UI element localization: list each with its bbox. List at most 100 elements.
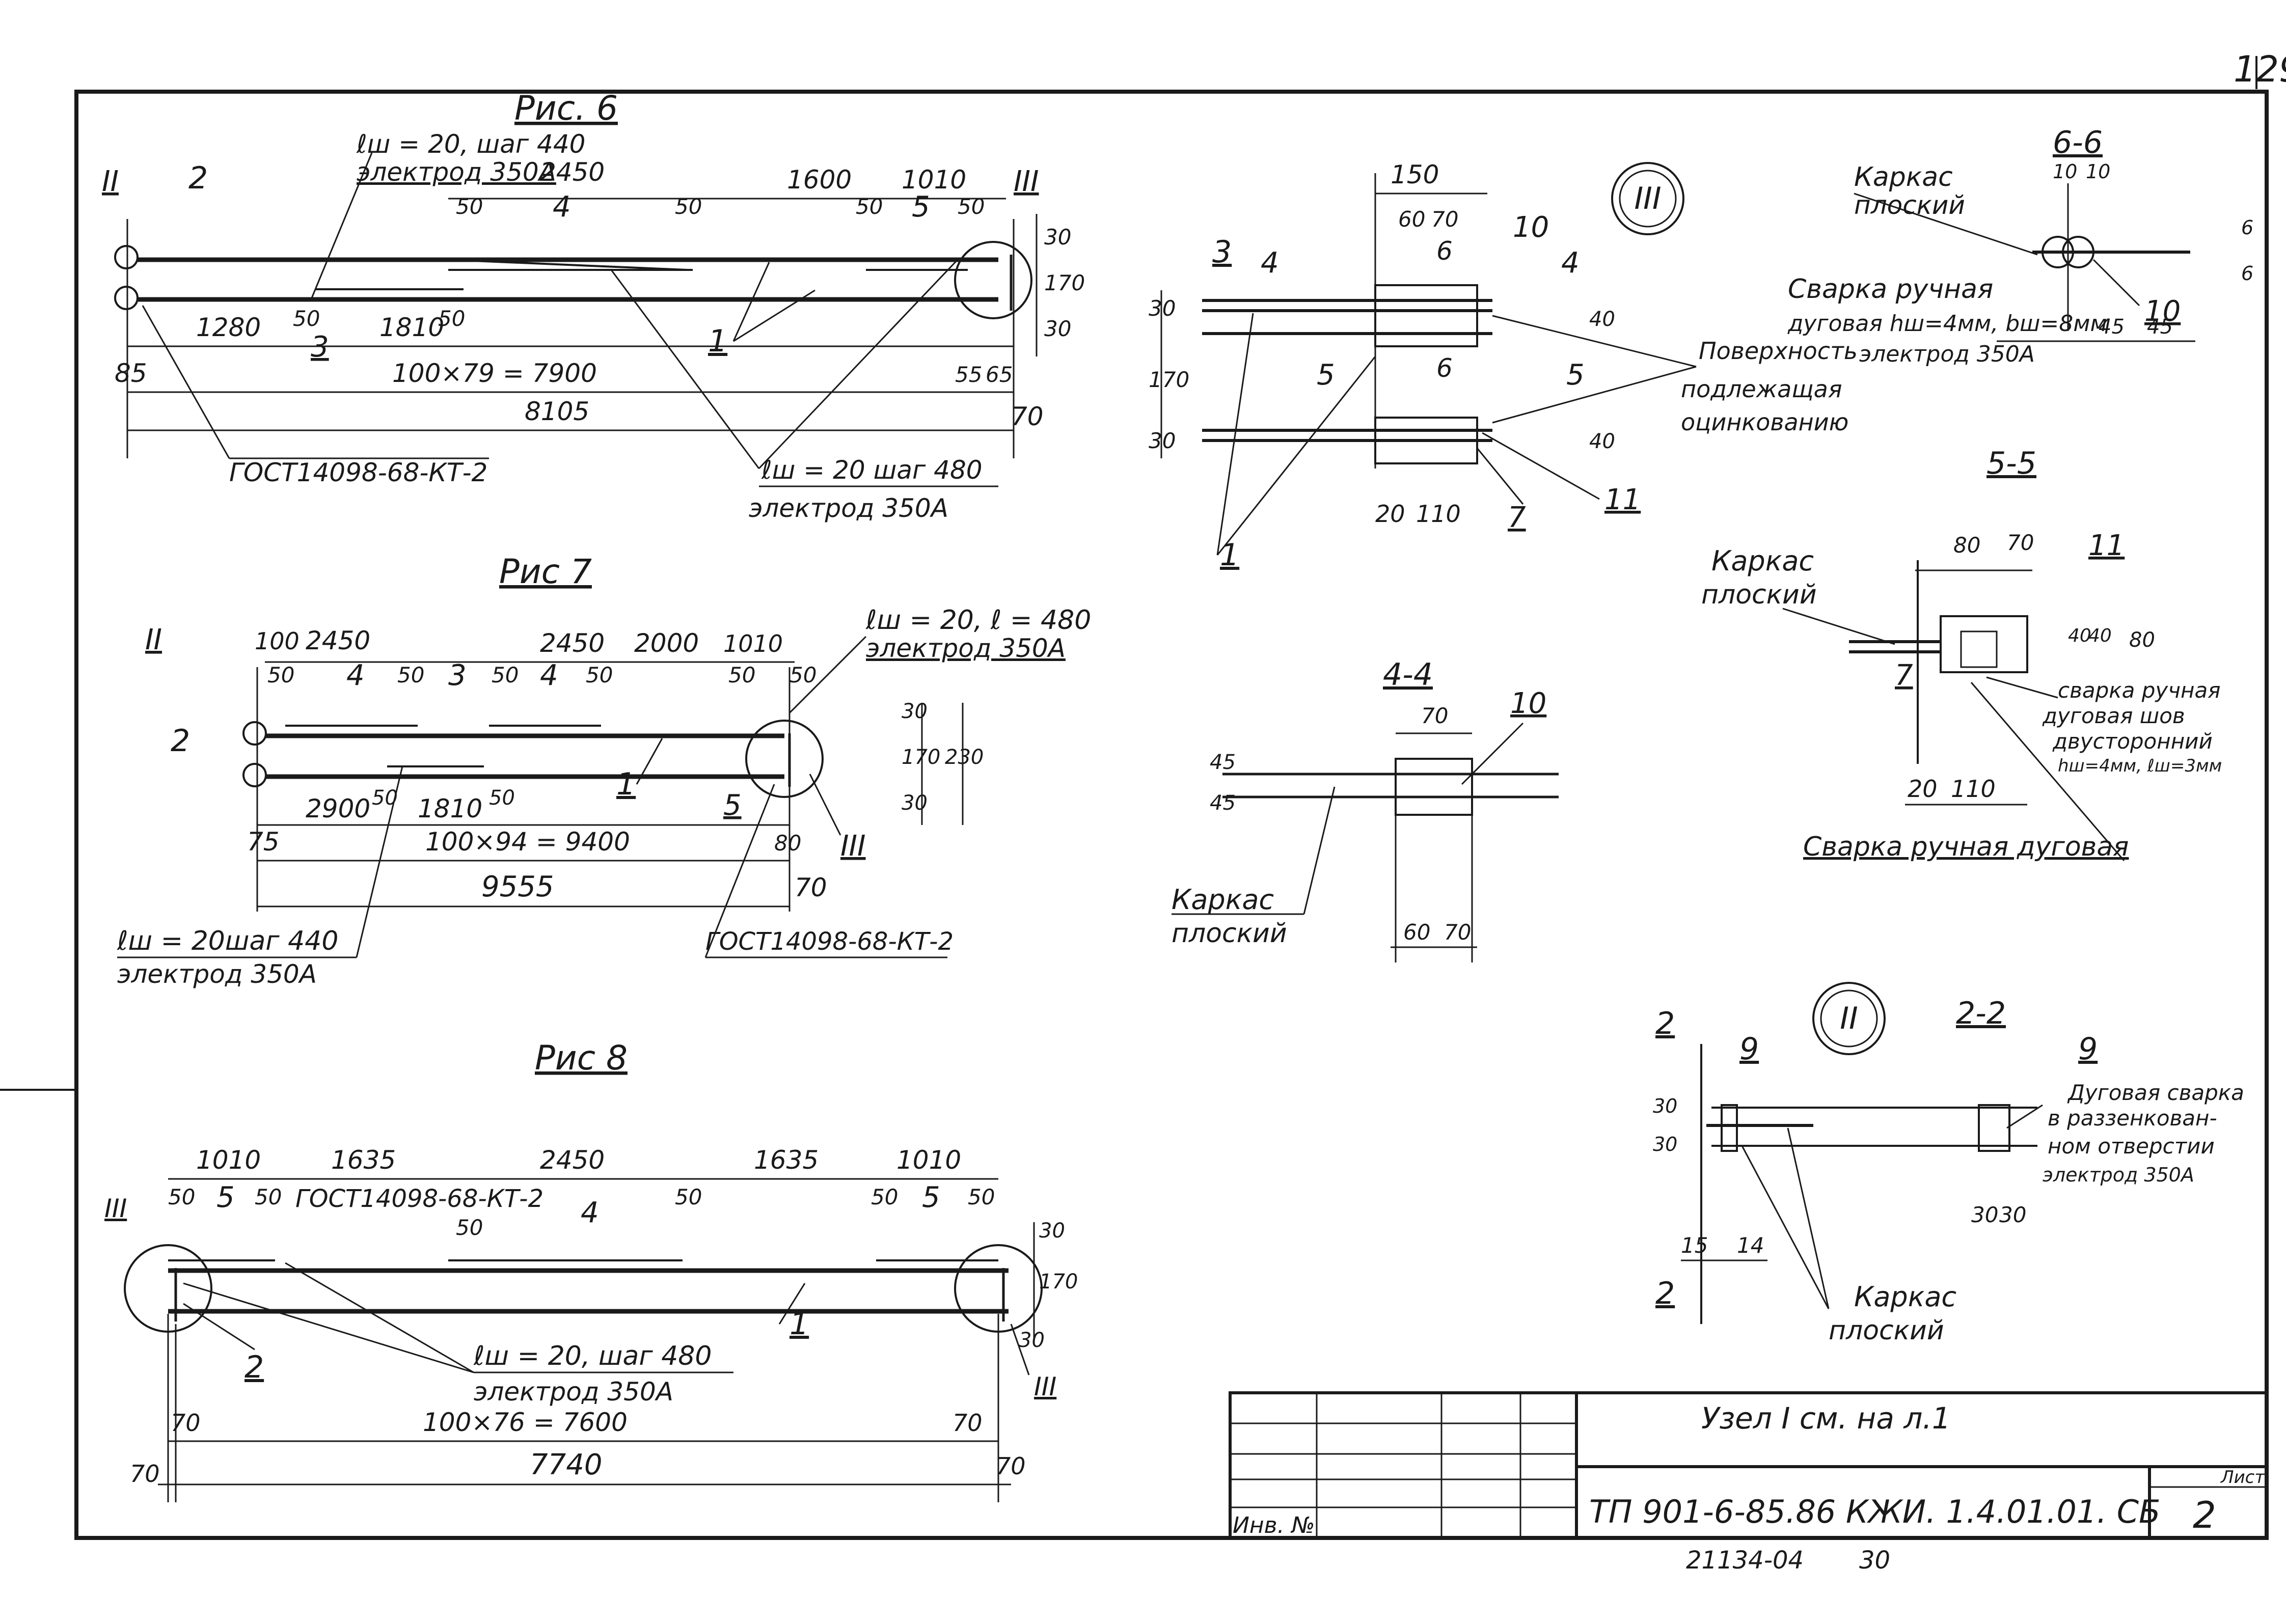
fig8-drawing: Рис 8 1010 1635 2450 1635 1010 50 5 50 Г…	[104, 1038, 1078, 1502]
node-ref-note: Узел I см. на л.1	[1701, 1401, 1951, 1436]
fig7-dim-50e: 50	[790, 663, 817, 687]
node3-dim-60: 60	[1398, 207, 1425, 232]
fig6-dim-50b: 50	[675, 194, 702, 219]
node3-pos-4b: 4	[1561, 246, 1580, 280]
section66-dim-45a: 45	[2099, 315, 2125, 339]
node3-dim-20: 20	[1375, 500, 1405, 528]
fig7-dim-170: 170	[902, 746, 940, 769]
fig7-spacing: 100×94 = 9400	[425, 827, 630, 857]
node2-dim-15: 15	[1681, 1233, 1708, 1258]
fig7-ref-II: II	[145, 623, 162, 656]
node3-pos-3: 3	[1212, 234, 1232, 270]
fig8-dim-1635b: 1635	[754, 1145, 819, 1175]
fig6-dim-2450: 2450	[540, 157, 605, 187]
fig6-weld-top: ℓш = 20, шаг 440	[356, 129, 586, 159]
section66-pos-10: 10	[2144, 295, 2181, 328]
node3-dim-40a: 40	[1589, 308, 1615, 331]
node3-pos-5b: 5	[1566, 359, 1585, 392]
node3-pos-7: 7	[1508, 501, 1526, 534]
node2-section: 2-2	[1956, 996, 2006, 1031]
fig7-dim-75: 75	[247, 827, 280, 857]
fig8-total: 7740	[530, 1448, 603, 1481]
node3-pos-10: 10	[1513, 211, 1549, 244]
fig8-dim-50e: 50	[871, 1185, 898, 1209]
fig8-dim-70b: 70	[953, 1409, 983, 1437]
fig7-dim-50a: 50	[267, 663, 294, 687]
node2-dim-14: 14	[1737, 1233, 1764, 1258]
node2-pos-9b: 9	[2078, 1031, 2098, 1067]
fig7-ref-III: III	[840, 830, 866, 863]
fig6-title: Рис. 6	[514, 89, 618, 128]
node3-dim-70: 70	[1431, 207, 1458, 232]
section55-dim-80b: 80	[2129, 628, 2155, 652]
section55-dim-20: 20	[1908, 775, 1938, 803]
fig6-dim-1600: 1600	[787, 165, 852, 195]
node2-cut-bottom: 2	[1655, 1276, 1675, 1311]
section66-dim-6a: 6	[2241, 216, 2253, 239]
node3-surface-2: подлежащая	[1681, 375, 1842, 403]
fig6-dim-65: 65	[986, 362, 1013, 387]
node2-label: II	[1840, 1001, 1858, 1036]
node3-pos-6a: 6	[1436, 236, 1453, 266]
node2-dim-30b: 30	[1653, 1133, 1677, 1155]
fig6-dim-50e: 50	[293, 306, 320, 331]
section66-weld-2: дуговая hш=4мм, bш=8мм	[1787, 311, 2107, 337]
fig8-pos-2: 2	[244, 1350, 264, 1385]
fig6-spacing: 100×79 = 7900	[392, 359, 597, 388]
fig7-dim-50b: 50	[397, 663, 424, 687]
node2-weld-3: ном отверстии	[2048, 1134, 2215, 1159]
node3-dim-30a: 30	[1149, 296, 1176, 321]
fig7-pos-5: 5	[723, 789, 742, 822]
section55-frame-1: Каркас	[1711, 545, 1814, 577]
fig7-gost: ГОСТ14098-68-КТ-2	[705, 927, 954, 956]
fig8-dim-1010a: 1010	[196, 1145, 261, 1175]
section55-pos-7: 7	[1895, 659, 1913, 692]
fig6-dim-30b: 30	[1044, 316, 1071, 341]
fig8-dim-50d: 50	[675, 1185, 702, 1209]
node3-pos-4a: 4	[1261, 246, 1279, 280]
section-6-6: 6-6 Каркас плоский 10 10 6 6 Сварка ручн…	[1787, 125, 2253, 367]
section66-frame-2: плоский	[1854, 190, 1965, 220]
section55-title: 5-5	[1986, 446, 2036, 481]
fig6-weld-bottom: ℓш = 20 шаг 480	[761, 455, 983, 485]
section66-title: 6-6	[2053, 125, 2103, 160]
node2-frame-1: Каркас	[1854, 1281, 1956, 1313]
fig7-pos-1: 1	[616, 766, 636, 802]
node2-dim-30d: 30	[1999, 1202, 2026, 1227]
fig6-dim-30a: 30	[1044, 225, 1071, 250]
node3-pos-11: 11	[1604, 483, 1641, 516]
section44-pos-10: 10	[1510, 687, 1546, 720]
fig8-weld: ℓш = 20, шаг 480	[473, 1341, 712, 1371]
fig8-ref-III-left: III	[104, 1194, 127, 1223]
fig8-dim-2450: 2450	[540, 1145, 605, 1175]
fig7-dim-1010: 1010	[723, 630, 783, 657]
fig6-pos-1: 1	[708, 323, 727, 359]
fig6-dim-50a: 50	[456, 194, 483, 219]
section44-dim-45b: 45	[1210, 791, 1236, 815]
fig8-ref-III-right: III	[1034, 1372, 1056, 1401]
fig6-drawing: Рис. 6 ℓш = 20, шаг 440 электрод 350А 24…	[102, 89, 1085, 523]
fig6-dim-70: 70	[1011, 402, 1044, 431]
fig8-gost: ГОСТ14098-68-КТ-2	[295, 1185, 543, 1213]
title-sheet-number: 2	[2193, 1494, 2216, 1536]
title-block: Инв. № ТП 901-6-85.86 КЖИ. 1.4.01.01. СБ…	[1229, 1391, 2268, 1539]
node2-pos-9a: 9	[1739, 1031, 1759, 1067]
title-inv: Инв. №	[1233, 1512, 1315, 1538]
title-sheet-label: Лист	[2220, 1467, 2265, 1488]
fig8-pos-1: 1	[790, 1306, 809, 1342]
fig8-dim-170: 170	[1039, 1270, 1078, 1293]
fig7-pos-2: 2	[171, 723, 190, 759]
footer-page: 30	[1859, 1546, 1890, 1575]
section55-dim-70: 70	[2007, 530, 2034, 555]
fig6-dim-170: 170	[1044, 270, 1085, 295]
section55-dim-40b: 40	[2088, 625, 2112, 646]
fig7-drawing: Рис 7 ℓш = 20, ℓ = 480 электрод 350А 100…	[117, 552, 1091, 989]
section44-dim-70b: 70	[1444, 920, 1471, 945]
fig7-weld-bottom: ℓш = 20шаг 440	[117, 926, 338, 956]
fig7-title: Рис 7	[499, 552, 592, 591]
fig7-dim-100: 100	[255, 627, 300, 655]
node2-weld-1: Дуговая сварка	[2067, 1080, 2244, 1105]
fig6-dim-1010: 1010	[902, 165, 966, 195]
node2-detail: II 2-2 2 2 9 9 30 30 Дуговая сварка в ра…	[1653, 982, 2244, 1346]
fig7-dim-2900: 2900	[306, 794, 370, 823]
